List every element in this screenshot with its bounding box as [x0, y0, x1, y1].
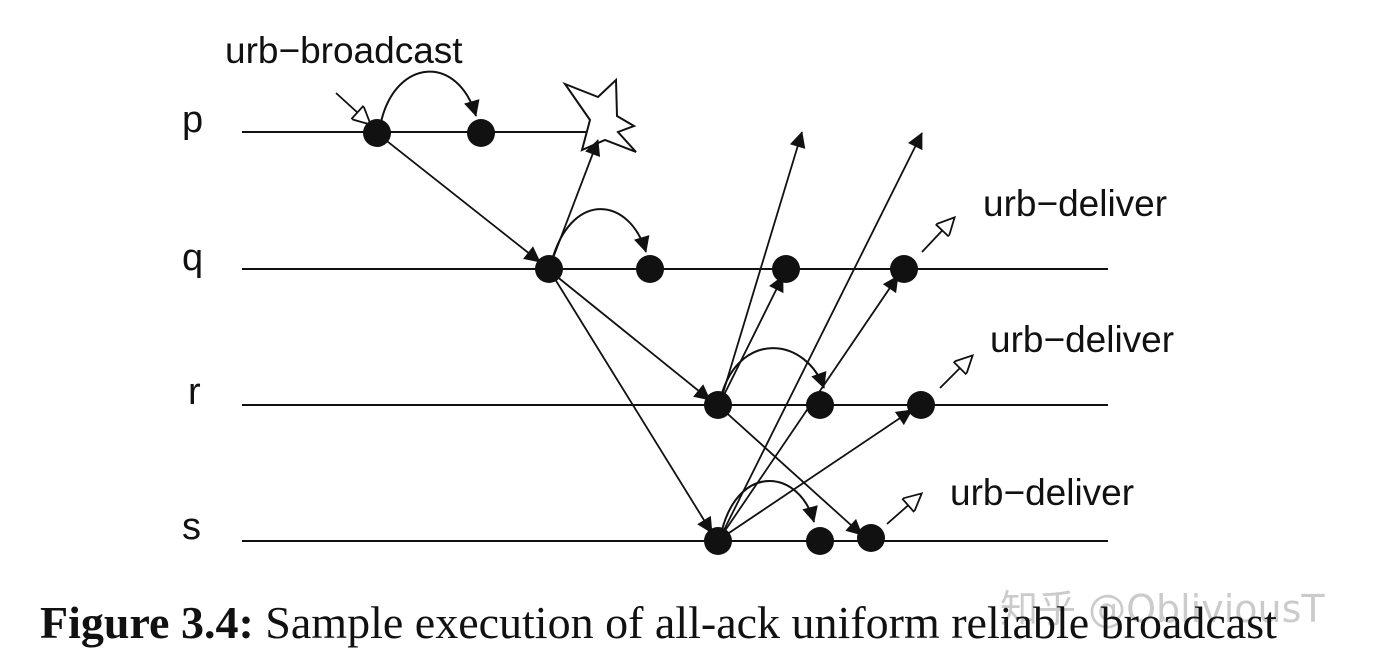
- urb-broadcast-label: urb−broadcast: [225, 30, 463, 71]
- msg-q-to-p: [549, 139, 601, 267]
- process-label-q: q: [182, 237, 203, 279]
- process-label-r: r: [188, 371, 201, 413]
- broadcast-invoke-arrow: [335, 92, 370, 124]
- deliver-arrow-r: [939, 356, 972, 389]
- urb-deliver-label-q: urb−deliver: [983, 183, 1167, 224]
- process-label-p: p: [182, 99, 203, 141]
- event-dot: [907, 391, 935, 419]
- msg-s-to-p: [719, 132, 923, 539]
- watermark: 知乎 @ObliviousT: [1000, 587, 1325, 631]
- msg-p-to-q: [377, 133, 541, 263]
- figure-caption: Figure 3.4: Sample execution of all-ack …: [40, 596, 1277, 649]
- msg-q-to-r: [549, 270, 711, 401]
- msg-r-to-s: [719, 406, 863, 536]
- process-label-s: s: [182, 506, 201, 548]
- msg-s-to-r: [719, 409, 913, 540]
- caption-text: Sample execution of all-ack uniform reli…: [253, 597, 1277, 648]
- self-arrow-r: [721, 347, 827, 394]
- urb-deliver-label-s: urb−deliver: [950, 472, 1134, 513]
- deliver-arrow-q: [921, 218, 954, 253]
- event-dot: [772, 255, 800, 283]
- event-dot: [704, 391, 732, 419]
- self-arrow-s: [721, 480, 818, 531]
- self-arrow-q: [552, 208, 650, 258]
- crash-star-icon: [562, 77, 637, 153]
- event-dot: [806, 391, 834, 419]
- event-dot: [535, 255, 563, 283]
- event-dot: [806, 527, 834, 555]
- event-dot: [890, 255, 918, 283]
- caption-label: Figure 3.4:: [40, 597, 254, 648]
- event-dot: [704, 527, 732, 555]
- urb-deliver-label-r: urb−deliver: [990, 319, 1174, 360]
- msg-q-to-s: [549, 270, 713, 534]
- event-dot: [857, 524, 885, 552]
- msg-r-to-p: [719, 131, 806, 404]
- self-arrow-p: [380, 70, 480, 123]
- msg-r-to-q: [719, 275, 784, 404]
- deliver-arrow-s: [886, 494, 921, 525]
- event-dot: [636, 255, 664, 283]
- event-dot: [467, 119, 495, 147]
- event-dot: [363, 119, 391, 147]
